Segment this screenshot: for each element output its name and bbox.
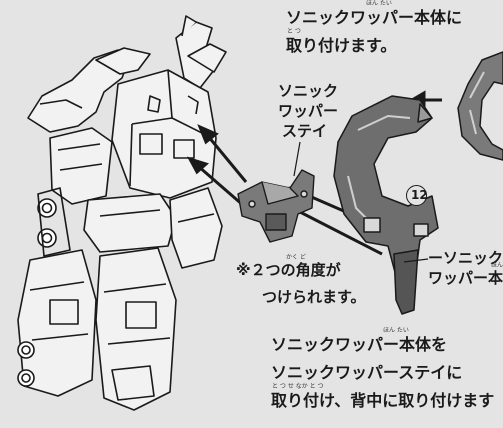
body-leader-line	[403, 258, 429, 263]
wapper-stay-part	[237, 169, 315, 243]
stay-label-line2: ワッパー	[278, 102, 339, 120]
claw-piece	[457, 51, 503, 161]
bottom-instruction-line2: ソニックワッパーステイに	[271, 363, 463, 382]
part-number-circle	[406, 185, 427, 206]
part-number: 12	[411, 188, 428, 202]
top-instruction-line2: 取り付けます。	[286, 36, 397, 55]
ruby-top-2: と つ	[287, 28, 301, 35]
bottom-instruction-line3: 取り付け、背中に取り付けます	[271, 391, 495, 410]
stay-leader-line	[293, 141, 301, 177]
robot-figure	[17, 15, 227, 411]
ruby-top-1: ほん たい	[366, 0, 392, 7]
angle-note-line1: ※２つの角度が	[236, 261, 341, 279]
ruby-bottom-2: と つ せ なか と つ	[272, 383, 324, 390]
wapper-body-part	[333, 95, 439, 315]
ruby-body: ほん	[491, 262, 503, 269]
body-label-line2: ワッパー本	[428, 269, 503, 287]
stay-label-line3: ステイ	[282, 122, 328, 140]
angle-note-line2: つけられます。	[262, 288, 366, 306]
bottom-instruction-line1: ソニックワッパー本体を	[271, 335, 448, 354]
top-instruction-line1: ソニックワッパー本体に	[286, 8, 463, 27]
stay-label-line1: ソニック	[278, 82, 339, 100]
ruby-angle: かく ど	[286, 254, 306, 261]
ruby-bottom-1: ほん たい	[383, 327, 409, 334]
body-label-line1: ーソニック	[428, 249, 503, 267]
